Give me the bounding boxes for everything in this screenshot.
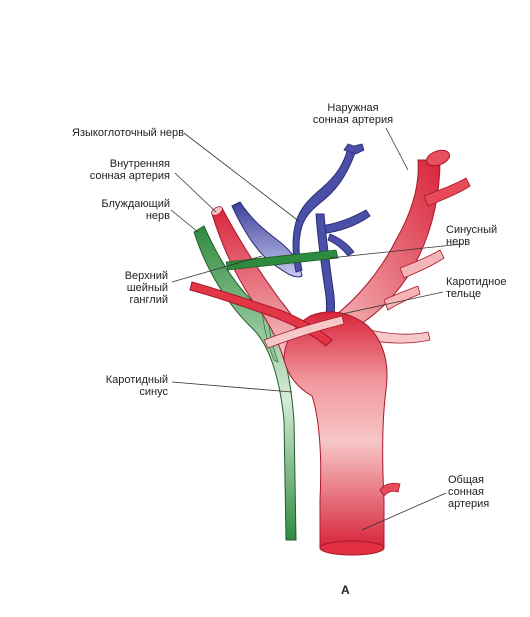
label-ganglion-line3: ганглий [129, 294, 168, 306]
label-vagus-line1: Блуждающий [101, 198, 170, 210]
external-carotid-opening [425, 149, 451, 167]
label-ganglion-line1: Верхний [124, 270, 168, 282]
label-internal-carotid-line1: Внутренняя [109, 158, 170, 170]
vagus-nerve [193, 225, 297, 541]
label-common-carotid-artery: Общая сонная артерия [448, 474, 518, 510]
internal-carotid-opening [211, 206, 223, 216]
glossopharyngeal-branch-upper [343, 143, 365, 155]
label-vagus-line2: нерв [145, 210, 170, 222]
label-superior-cervical-ganglion: Верхний шейный ганглий [80, 270, 168, 306]
label-glossopharyngeal-nerve: Языкоглоточный нерв [26, 127, 184, 139]
common-carotid-opening [319, 540, 385, 556]
external-carotid-branch-4 [367, 329, 431, 344]
label-vagus-nerve: Блуждающий нерв [70, 198, 170, 222]
label-external-carotid-artery: Наружная сонная артерия [300, 102, 406, 126]
label-carotid-body-line1: Каротидное [446, 276, 507, 288]
label-sinus-nerve-line2: нерв [446, 236, 471, 248]
label-carotid-sinus: Каротидный синус [70, 374, 168, 398]
label-carotid-body-line2: тельце [446, 288, 482, 300]
label-sinus-nerve: Синусный нерв [446, 224, 526, 248]
label-carotid-body: Каротидное тельце [446, 276, 526, 300]
label-external-carotid-line2: сонная артерия [312, 114, 394, 126]
external-carotid-branch-3 [383, 285, 421, 311]
label-sinus-nerve-line1: Синусный [446, 224, 498, 236]
green-crossing-branch [225, 249, 339, 271]
label-internal-carotid-artery: Внутренняя сонная артерия [60, 158, 170, 182]
label-common-carotid-line3: артерия [448, 498, 490, 510]
label-glossopharyngeal-text: Языкоглоточный нерв [72, 127, 184, 139]
label-ganglion-line2: шейный [126, 282, 168, 294]
crossing-vessel-pink [263, 315, 345, 349]
label-carotid-sinus-line2: синус [139, 386, 168, 398]
external-carotid-branch-1 [423, 177, 471, 207]
label-common-carotid-line1: Общая [448, 474, 484, 486]
glossopharyngeal-branch-right [319, 209, 371, 235]
glossopharyngeal-nerve [292, 147, 357, 273]
leader-lines [170, 127, 463, 531]
label-external-carotid-line1: Наружная [327, 102, 379, 114]
common-carotid-small-branch [379, 482, 401, 497]
hypoglossal-crossing-vessel [189, 281, 333, 347]
common-carotid-artery [283, 311, 388, 549]
panel-letter: A [341, 583, 350, 597]
external-carotid-branch-2 [399, 249, 445, 279]
label-carotid-sinus-line1: Каротидный [105, 374, 168, 386]
label-common-carotid-line2: сонная [448, 486, 484, 498]
label-internal-carotid-line2: сонная артерия [89, 170, 170, 182]
